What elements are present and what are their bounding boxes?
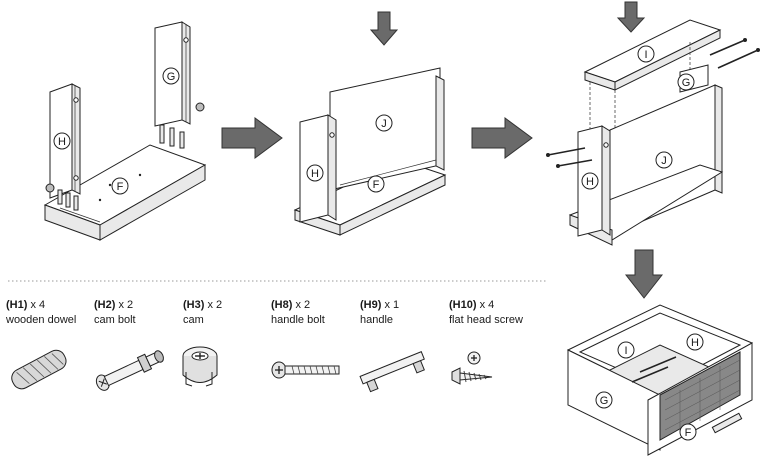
svg-text:(H3) x 2: (H3) x 2 bbox=[183, 299, 222, 311]
label-j-step3: J bbox=[655, 151, 673, 169]
svg-text:H: H bbox=[691, 337, 699, 349]
svg-text:flat head screw: flat head screw bbox=[449, 314, 523, 326]
handle-bolt-icon bbox=[271, 361, 340, 379]
svg-text:H: H bbox=[311, 168, 319, 180]
flat-head-screw-icon bbox=[451, 351, 493, 385]
svg-text:F: F bbox=[117, 181, 124, 193]
label-g-step4: G bbox=[595, 391, 613, 409]
svg-text:J: J bbox=[661, 155, 667, 167]
svg-text:I: I bbox=[624, 345, 627, 357]
hardware-h1: (H1) x 4 wooden dowel bbox=[5, 299, 76, 390]
cam-bolt-icon bbox=[95, 350, 164, 391]
side-panel-h-step2 bbox=[299, 114, 337, 223]
label-h-step4: H bbox=[686, 333, 704, 351]
handle-icon bbox=[359, 351, 425, 393]
hardware-h10: (H10) x 4 flat head screw bbox=[449, 299, 523, 385]
label-h-step1: H bbox=[53, 132, 71, 150]
label-g-step3: G bbox=[677, 73, 695, 91]
wooden-dowel-icon bbox=[11, 349, 67, 390]
hardware-h3: (H3) x 2 cam bbox=[182, 299, 222, 387]
push-down-arrow-step2 bbox=[369, 11, 399, 46]
step-1-assembly: G H F bbox=[43, 21, 207, 241]
label-i-step4: I bbox=[617, 341, 635, 359]
label-i-step3: I bbox=[637, 45, 655, 63]
label-h-step2: H bbox=[306, 164, 324, 182]
svg-text:G: G bbox=[682, 77, 691, 89]
label-f-step1: F bbox=[111, 177, 129, 195]
label-h-step3: H bbox=[581, 172, 599, 190]
step-2-assembly: J H F bbox=[293, 11, 447, 236]
svg-text:(H1) x 4: (H1) x 4 bbox=[6, 299, 45, 311]
svg-text:F: F bbox=[373, 179, 380, 191]
svg-text:H: H bbox=[58, 136, 66, 148]
svg-text:wooden dowel: wooden dowel bbox=[5, 314, 76, 326]
cam-icon bbox=[182, 346, 218, 387]
svg-text:G: G bbox=[167, 71, 176, 83]
screws-step3 bbox=[546, 38, 760, 168]
svg-text:(H9) x 1: (H9) x 1 bbox=[360, 299, 399, 311]
svg-text:I: I bbox=[644, 49, 647, 61]
svg-text:H: H bbox=[586, 176, 594, 188]
svg-text:handle: handle bbox=[360, 314, 393, 326]
label-f-step4: F bbox=[679, 423, 697, 441]
svg-text:F: F bbox=[685, 427, 692, 439]
hardware-h9: (H9) x 1 handle bbox=[359, 299, 425, 393]
svg-text:handle bolt: handle bolt bbox=[271, 314, 325, 326]
svg-text:(H10) x 4: (H10) x 4 bbox=[449, 299, 494, 311]
label-j-step2: J bbox=[375, 114, 393, 132]
svg-text:(H8) x 2: (H8) x 2 bbox=[271, 299, 310, 311]
step-arrow-right-1 bbox=[221, 117, 283, 159]
dowels bbox=[45, 102, 205, 211]
step-3-assembly: I G J H bbox=[546, 1, 760, 246]
hardware-list: (H1) x 4 wooden dowel (H2) x 2 cam bolt bbox=[5, 299, 523, 393]
svg-text:J: J bbox=[381, 118, 387, 130]
svg-text:cam bolt: cam bolt bbox=[94, 314, 136, 326]
svg-text:(H2) x 2: (H2) x 2 bbox=[94, 299, 133, 311]
step-arrow-down bbox=[624, 249, 664, 299]
hardware-h2: (H2) x 2 cam bolt bbox=[94, 299, 164, 391]
finished-drawer: I H G F bbox=[566, 304, 754, 456]
svg-text:cam: cam bbox=[183, 314, 204, 326]
hardware-h8: (H8) x 2 handle bolt bbox=[271, 299, 340, 379]
drawer-front-f bbox=[647, 342, 753, 456]
label-f-step2: F bbox=[367, 175, 385, 193]
svg-text:G: G bbox=[600, 395, 609, 407]
step-arrow-right-2 bbox=[471, 117, 533, 159]
label-g-step1: G bbox=[162, 67, 180, 85]
push-down-arrow-step3 bbox=[616, 1, 646, 33]
